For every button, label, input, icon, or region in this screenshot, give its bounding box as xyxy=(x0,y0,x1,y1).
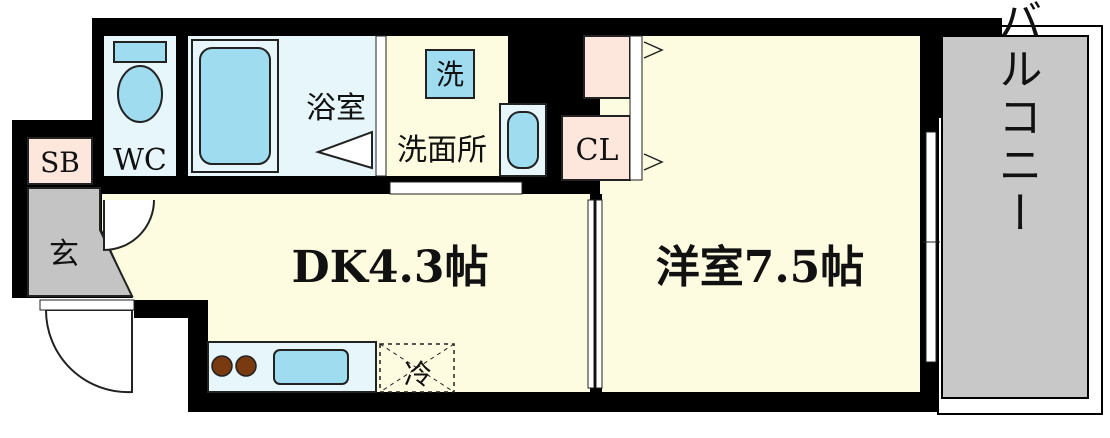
dk-label: DK4.3帖 xyxy=(292,242,489,293)
toilet-door-swing xyxy=(103,199,155,252)
fridge-space xyxy=(379,343,455,393)
fridge-label: 冷 xyxy=(404,358,432,391)
balcony-label: バルコニー xyxy=(991,0,1042,238)
toilet-bowl xyxy=(117,65,163,123)
bathtub-basin xyxy=(199,47,271,165)
closet-door-arrow-bottom xyxy=(643,153,664,171)
front-door-leaf xyxy=(39,299,135,311)
stove-burner-right xyxy=(235,355,257,377)
closet-upper xyxy=(583,35,631,99)
front-door-swing xyxy=(44,309,133,394)
kitchen-sink xyxy=(273,349,349,385)
balcony-rail xyxy=(937,25,1103,415)
toilet-label: WC xyxy=(113,143,167,178)
entrance-floor xyxy=(27,187,134,297)
vanity-basin xyxy=(507,111,539,169)
closet-door xyxy=(629,35,643,181)
entrance-label: 玄 xyxy=(49,237,79,272)
balcony-area xyxy=(941,35,1089,399)
window-balcony xyxy=(925,131,937,363)
stove-burner-left xyxy=(211,355,233,377)
sliding-door-b xyxy=(595,199,603,389)
fridge-cross-1 xyxy=(379,343,455,393)
western-room-label: 洋室7.5帖 xyxy=(656,242,865,293)
fridge-cross-2 xyxy=(379,343,455,393)
closet-door-arrow-top xyxy=(643,41,664,59)
toilet-tank xyxy=(113,41,167,63)
wash-machine-label: 洗 xyxy=(436,58,464,91)
bath-door-swing xyxy=(314,130,373,170)
closet-label: CL xyxy=(576,133,619,168)
washroom-label: 洗面所 xyxy=(397,133,487,168)
bath-label: 浴室 xyxy=(306,91,366,126)
western-room-floor xyxy=(600,36,920,392)
shoe-box-label: SB xyxy=(40,146,80,179)
wash-door-frame xyxy=(375,35,387,177)
shoe-box xyxy=(27,137,93,185)
washing-machine xyxy=(425,49,475,99)
washroom-door xyxy=(389,181,523,195)
sliding-door-a xyxy=(587,199,595,389)
